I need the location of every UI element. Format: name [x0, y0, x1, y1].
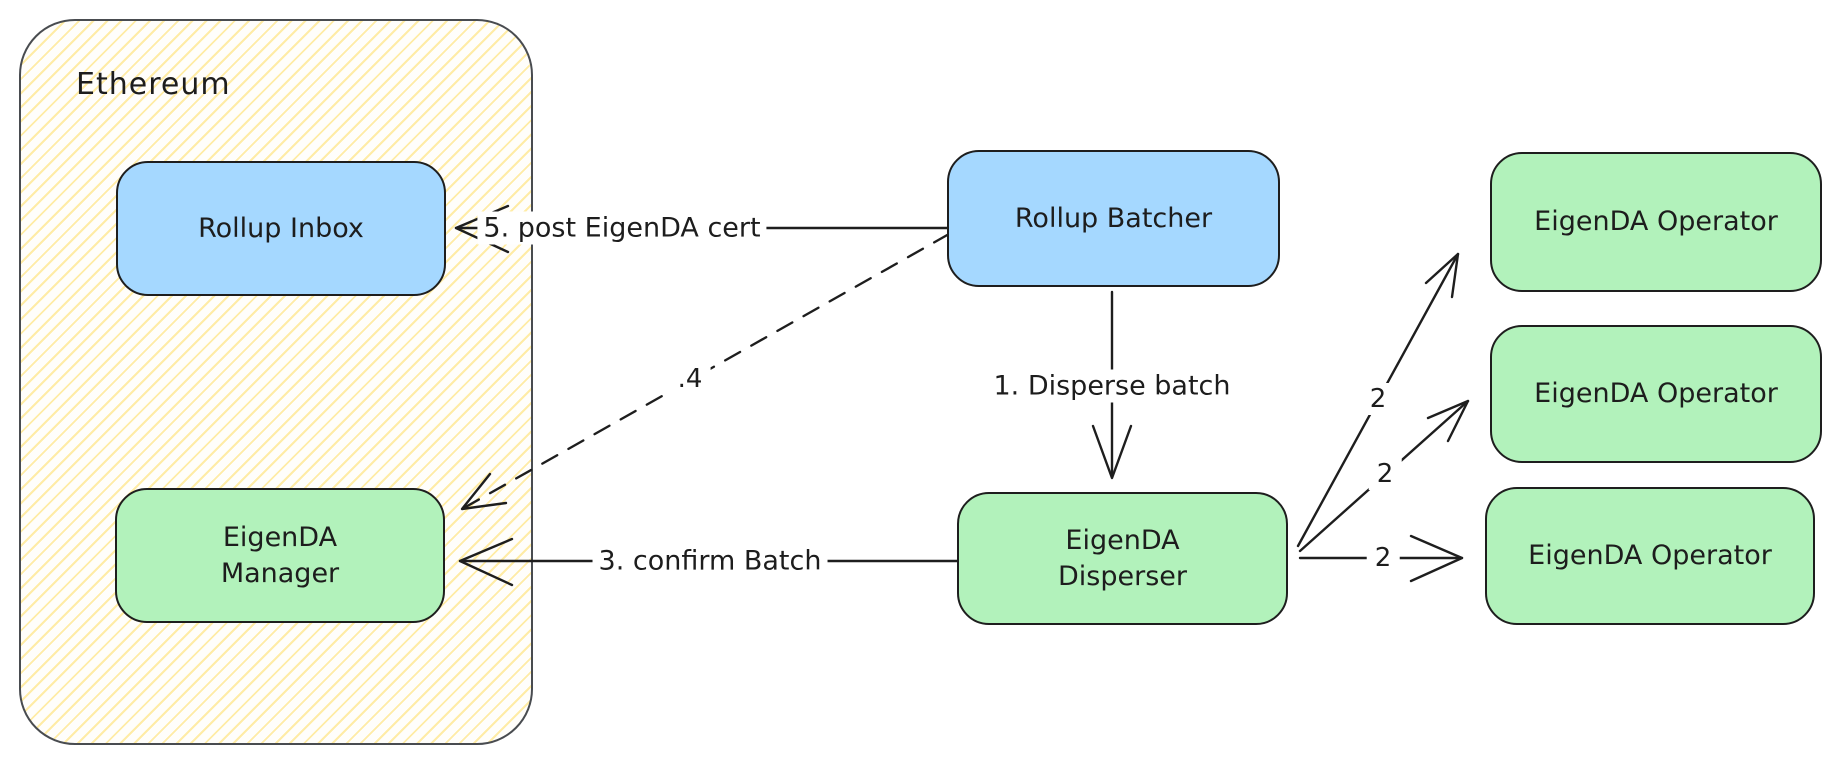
node-rollup-batcher-label: Rollup Batcher	[1014, 202, 1213, 234]
node-rollup-inbox: Rollup Inbox	[116, 161, 446, 296]
node-eigenda-operator-1: EigenDA Operator	[1490, 152, 1822, 292]
node-eigenda-disperser: EigenDA Disperser	[957, 492, 1288, 625]
node-eigenda-operator-1-label: EigenDA Operator	[1534, 206, 1778, 238]
edge-label-confirm-batch: 3. confirm Batch	[592, 544, 828, 578]
node-rollup-batcher: Rollup Batcher	[947, 150, 1280, 287]
edge-label-disperse-batch: 1. Disperse batch	[987, 369, 1237, 403]
ethereum-container: Ethereum	[19, 19, 533, 745]
edge-label-post-cert: 5. post EigenDA cert	[477, 211, 767, 245]
node-eigenda-manager-label: EigenDA Manager	[220, 522, 340, 589]
edge-label-to-operator-2: 2	[1368, 458, 1402, 490]
edge-label-to-operator-3: 2	[1366, 542, 1400, 574]
node-eigenda-operator-3: EigenDA Operator	[1485, 487, 1815, 625]
node-eigenda-manager: EigenDA Manager	[115, 488, 445, 623]
ethereum-container-label: Ethereum	[76, 67, 231, 102]
node-eigenda-operator-2: EigenDA Operator	[1490, 325, 1822, 463]
node-eigenda-operator-3-label: EigenDA Operator	[1528, 540, 1772, 572]
node-rollup-inbox-label: Rollup Inbox	[198, 212, 364, 244]
edge-label-step4: .4	[669, 363, 711, 395]
node-eigenda-disperser-label: EigenDA Disperser	[1058, 525, 1187, 592]
edge-label-to-operator-1: 2	[1361, 383, 1395, 415]
node-eigenda-operator-2-label: EigenDA Operator	[1534, 378, 1778, 410]
